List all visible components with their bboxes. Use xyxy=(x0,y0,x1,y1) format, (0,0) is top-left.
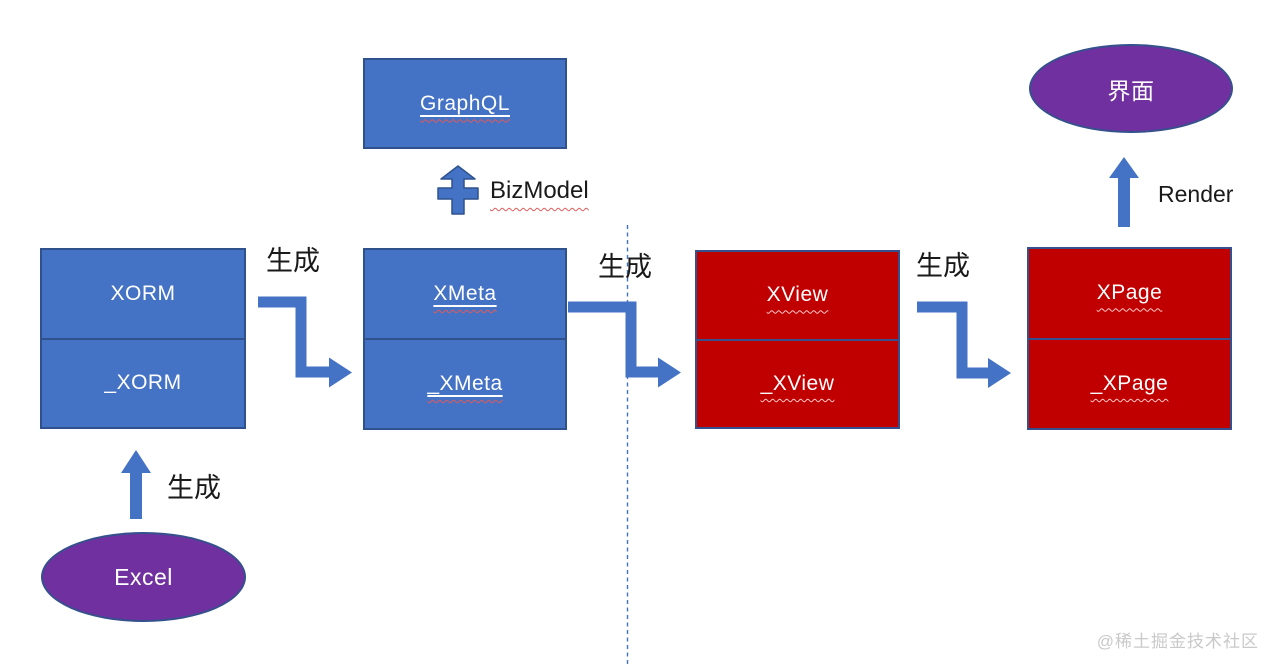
node-graphql-cell: GraphQL xyxy=(365,60,565,147)
node-graphql: GraphQL xyxy=(363,58,567,149)
node-excel: Excel xyxy=(41,532,246,622)
label-generate-xorm-xmeta: 生成 xyxy=(266,246,320,276)
node-xview-bottom-cell: _XView xyxy=(697,338,898,428)
node-xpage-bottom-label: _XPage xyxy=(1090,371,1169,395)
node-xorm-bottom-label: _XORM xyxy=(104,371,182,395)
watermark-text: @稀土掘金技术社区 xyxy=(1096,632,1259,651)
node-ui: 界面 xyxy=(1029,44,1233,133)
label-generate-xmeta-xview: 生成 xyxy=(598,252,652,282)
node-xview-top-label: XView xyxy=(766,283,829,307)
label-render: Render xyxy=(1158,181,1234,207)
node-xview-bottom-label: _XView xyxy=(760,371,835,395)
node-xorm: XORM _XORM xyxy=(40,248,246,429)
arrowhead-excel-to-xorm xyxy=(121,450,151,473)
node-xmeta-top-cell: XMeta xyxy=(365,250,565,338)
label-bizmodel: BizModel xyxy=(490,177,589,204)
node-xorm-top-label: XORM xyxy=(110,281,176,305)
node-ui-label: 界面 xyxy=(1107,77,1155,104)
arrowhead-xview-to-xpage xyxy=(988,358,1011,388)
node-graphql-label: GraphQL xyxy=(420,91,510,115)
node-xview: XView _XView xyxy=(695,250,900,429)
arrowhead-xmeta-to-xview xyxy=(658,357,681,388)
arrow-xmeta-to-xview xyxy=(568,301,659,378)
arrow-xorm-to-xmeta xyxy=(258,296,330,378)
node-xview-top-cell: XView xyxy=(697,252,898,339)
node-xmeta-bottom-label: _XMeta xyxy=(427,372,503,395)
label-generate-excel-xorm: 生成 xyxy=(167,473,221,503)
node-xpage-top-cell: XPage xyxy=(1029,249,1230,338)
arrow-bizmodel-cross xyxy=(437,165,479,215)
label-generate-xview-xpage: 生成 xyxy=(916,251,970,281)
arrowhead-xorm-to-xmeta xyxy=(329,357,352,388)
node-xmeta: XMeta _XMeta xyxy=(363,248,567,430)
node-xorm-bottom-cell: _XORM xyxy=(42,337,244,428)
node-excel-label: Excel xyxy=(114,563,173,590)
node-xpage: XPage _XPage xyxy=(1027,247,1232,430)
node-xmeta-top-label: XMeta xyxy=(433,282,497,305)
node-xmeta-bottom-cell: _XMeta xyxy=(365,338,565,428)
arrowhead-render xyxy=(1109,157,1139,178)
arrow-xview-to-xpage xyxy=(917,301,989,379)
node-xpage-bottom-cell: _XPage xyxy=(1029,337,1230,429)
node-xpage-top-label: XPage xyxy=(1096,281,1163,305)
node-xorm-top-cell: XORM xyxy=(42,250,244,338)
